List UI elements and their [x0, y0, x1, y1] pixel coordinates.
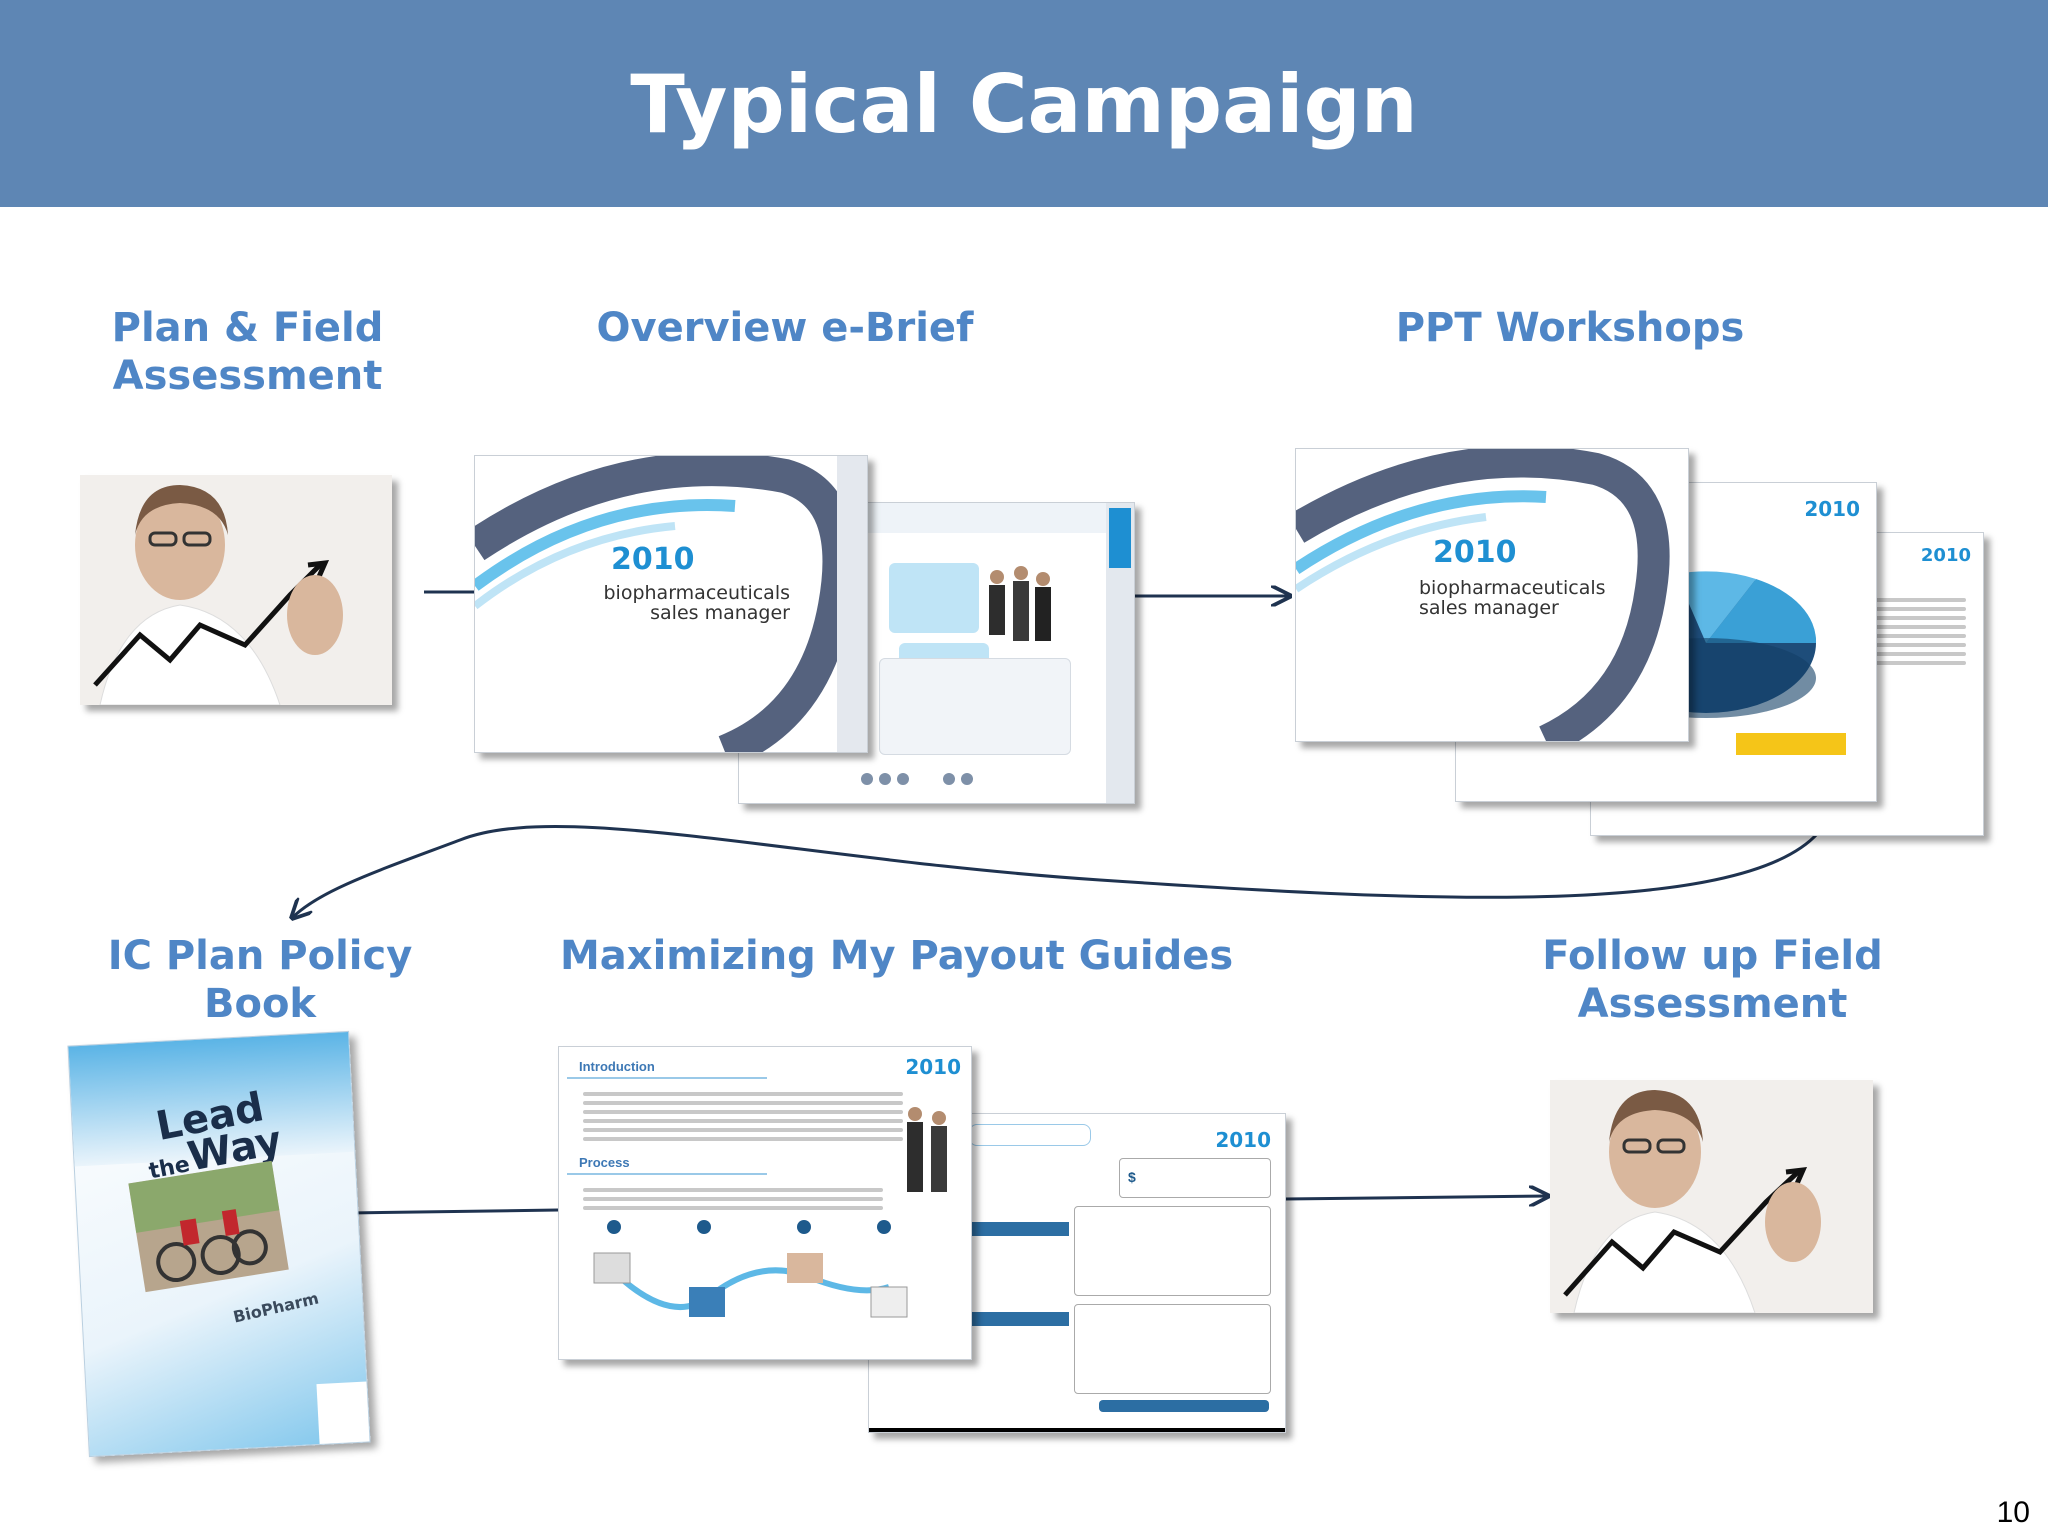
title-bar: Typical Campaign: [0, 0, 2048, 207]
brand-name: biopharmaceuticals sales manager: [1419, 577, 1606, 619]
connector-arrow: [1284, 1196, 1548, 1199]
brand-year: 2010: [1215, 1128, 1271, 1152]
ebrief-slide-front: 2010 biopharmaceuticals sales manager: [474, 455, 868, 753]
guide-intro-label: Introduction: [579, 1059, 655, 1074]
text-lines: [1871, 593, 1966, 670]
dollar-sign: $: [1128, 1169, 1136, 1185]
label-maximizing-payout-guides: Maximizing My Payout Guides: [560, 933, 1234, 979]
workshop-slide-1: 2010 biopharmaceuticals sales manager: [1295, 448, 1689, 742]
label-plan-field-assessment: Plan & Field Assessment: [110, 304, 385, 400]
slide-title: Typical Campaign: [630, 58, 1418, 151]
label-line: Assessment: [1577, 981, 1848, 1027]
brand-year: 2010: [905, 1055, 961, 1079]
brand-name: biopharmaceuticals sales manager: [575, 582, 790, 624]
brand-line: biopharmaceuticals: [1419, 577, 1606, 599]
brand-line: sales manager: [1419, 596, 1559, 619]
guide-process-label: Process: [579, 1155, 630, 1170]
return-arrow: [292, 825, 1820, 918]
brand-year: 2010: [611, 542, 695, 577]
process-flow-graphic: [593, 1220, 908, 1318]
page-number: 10: [1996, 1496, 2030, 1529]
label-line: Plan & Field: [111, 305, 384, 351]
brand-line: biopharmaceuticals: [603, 582, 790, 604]
brand-line: sales manager: [650, 601, 790, 624]
label-follow-up-assessment: Follow up Field Assessment: [1535, 932, 1890, 1028]
policy-booklet: Lead theWay BioPharm: [67, 1030, 371, 1458]
guide-process-heading: Process: [567, 1153, 767, 1175]
amount-field: $: [1119, 1158, 1271, 1198]
booklet-brand: BioPharm: [231, 1288, 321, 1327]
text-lines: [583, 1183, 883, 1215]
person-drawing-graph-image-followup: [1550, 1080, 1873, 1313]
label-overview-ebrief: Overview e-Brief: [596, 305, 974, 351]
brand-year: 2010: [1433, 535, 1517, 570]
label-ppt-workshops: PPT Workshops: [1395, 305, 1745, 351]
business-people-icon: [989, 566, 1051, 641]
brand-year: 2010: [1804, 497, 1860, 521]
label-line: Follow up Field: [1542, 933, 1883, 979]
guide-intro-heading: Introduction: [567, 1057, 767, 1079]
cyclists-image: [128, 1160, 289, 1293]
person-graph-illustration: [1550, 1080, 1873, 1313]
label-ic-plan-policy-book: IC Plan Policy Book: [100, 932, 420, 1028]
brand-year: 2010: [1920, 545, 1971, 566]
payout-guide-page-1: Introduction 2010 Process: [558, 1046, 972, 1360]
connector-line: [349, 1208, 559, 1215]
person-graph-illustration: [80, 475, 392, 705]
business-people-icon: [907, 1107, 947, 1192]
label-line: IC Plan Policy: [107, 933, 413, 979]
label-line: Book: [203, 981, 317, 1027]
label-line: Assessment: [112, 353, 383, 399]
text-lines: [583, 1087, 903, 1146]
person-drawing-graph-image: [80, 475, 392, 705]
